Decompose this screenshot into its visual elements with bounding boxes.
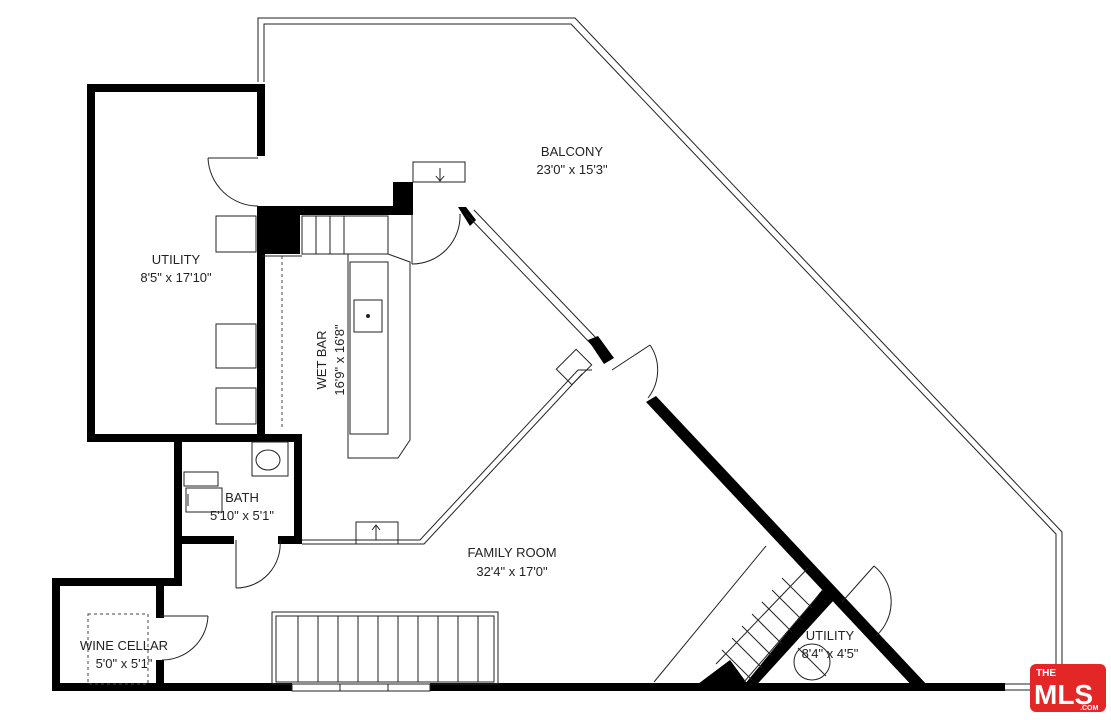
utility-drain (793, 643, 831, 681)
label-balcony: BALCONY 23'0" x 15'3" (536, 144, 608, 177)
door-family-balcony (611, 344, 659, 399)
bottom-window (291, 683, 431, 692)
mls-logo: THE MLS .COM (1030, 664, 1106, 712)
utility-lower-name: UTILITY (806, 628, 855, 643)
wet-bar-top-wall (257, 206, 413, 215)
label-family-room: FAMILY ROOM 32'4" x 17'0" (467, 545, 556, 579)
wet-bar-name: WET BAR (314, 331, 329, 390)
balcony-fixture (412, 161, 466, 183)
door-utility (207, 157, 259, 207)
balcony-dims: 23'0" x 15'3" (536, 162, 608, 177)
bottom-wall (430, 683, 1005, 691)
label-wet-bar: WET BAR 16'9" x 16'8" (314, 324, 347, 396)
label-utility-upper: UTILITY 8'5" x 17'10" (140, 252, 212, 285)
wet-bar-counter (262, 215, 411, 459)
utility-cabinets (215, 215, 257, 425)
door-wine-cellar (160, 615, 209, 661)
balcony-name: BALCONY (541, 144, 603, 159)
wine-cellar-dims: 5'0" x 5'1" (96, 656, 153, 671)
utility-lower-dims: 8'4" x 4'5" (802, 646, 859, 661)
wine-rack (87, 613, 149, 685)
wet-bar-dims: 16'9" x 16'8" (332, 324, 347, 396)
bath-name: BATH (225, 490, 259, 505)
diagonal-stairs (653, 545, 819, 683)
diagonal-window-wall (458, 207, 928, 690)
bath-walls (174, 434, 302, 586)
mls-logo-suffix: .COM (1080, 705, 1098, 712)
mls-logo-top: THE (1036, 668, 1056, 679)
utility-upper-name: UTILITY (152, 252, 201, 267)
label-utility-lower: UTILITY 8'4" x 4'5" (802, 628, 859, 661)
door-balcony (411, 213, 461, 265)
wine-cellar-name: WINE CELLAR (80, 638, 168, 653)
mls-logo-main: MLS (1034, 679, 1093, 710)
utility-lower-walls (690, 590, 834, 690)
door-utility-lower (841, 565, 892, 637)
utility-upper-dims: 8'5" x 17'10" (140, 270, 212, 285)
staircase (271, 611, 499, 685)
bath-dims: 5'10" x 5'1" (210, 508, 274, 523)
family-room-dims: 32'4" x 17'0" (476, 564, 548, 579)
family-room-partition (302, 348, 593, 545)
family-room-name: FAMILY ROOM (467, 545, 556, 560)
label-bath: BATH 5'10" x 5'1" (210, 490, 274, 523)
wine-cellar-walls (52, 578, 292, 691)
balcony-outline (257, 17, 1063, 691)
door-bath (235, 539, 281, 589)
structural-column (262, 210, 300, 254)
bath-fixtures (183, 441, 289, 513)
balcony-column (393, 182, 413, 214)
label-wine-cellar: WINE CELLAR 5'0" x 5'1" (80, 638, 168, 671)
utility-upper-walls (87, 84, 302, 442)
